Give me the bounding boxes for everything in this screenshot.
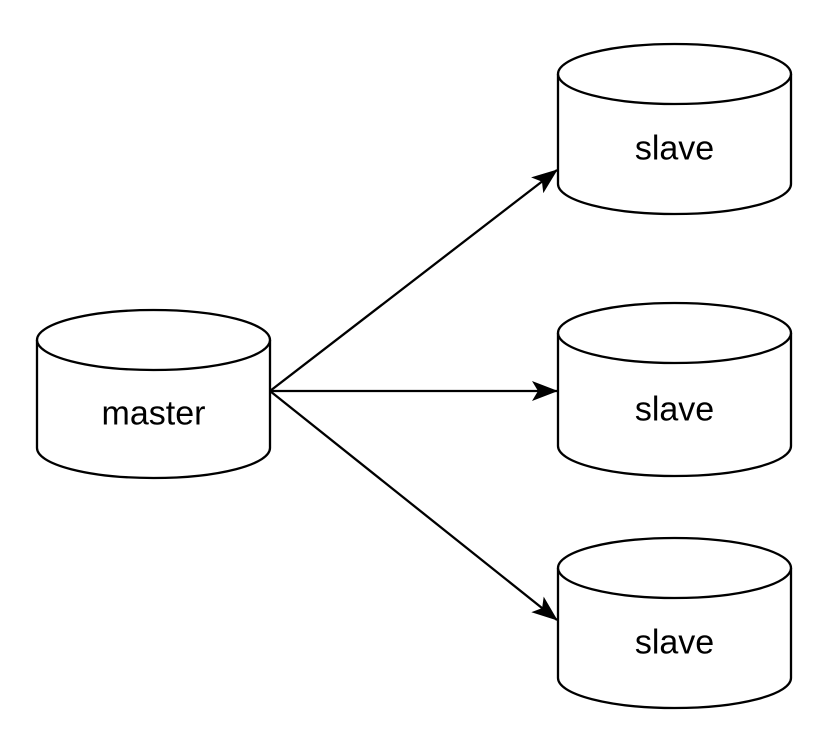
edges-layer [269, 169, 558, 621]
slave-middle-cylinder-body [556, 333, 793, 478]
master-cylinder-top [35, 308, 272, 372]
slave-top-cylinder-body [556, 74, 793, 216]
replication-arrow-master-to-slave-top [269, 169, 558, 392]
replication-arrow-master-to-slave-bottom [269, 390, 558, 621]
slave-top-node: slave [556, 42, 793, 216]
slave-middle-label: slave [635, 391, 714, 429]
slave-bottom-cylinder-top [556, 536, 793, 600]
slave-middle-node: slave [556, 301, 793, 478]
master-node: master [35, 308, 272, 480]
slave-middle-cylinder-top [556, 301, 793, 365]
nodes-layer: master slave slave slave [35, 42, 793, 710]
slave-top-label: slave [635, 130, 714, 168]
master-cylinder-body [35, 340, 272, 480]
master-label: master [102, 394, 206, 432]
slave-top-cylinder-top [556, 42, 793, 106]
slave-bottom-cylinder-body [556, 568, 793, 710]
slave-bottom-node: slave [556, 536, 793, 710]
slave-bottom-label: slave [635, 624, 714, 662]
